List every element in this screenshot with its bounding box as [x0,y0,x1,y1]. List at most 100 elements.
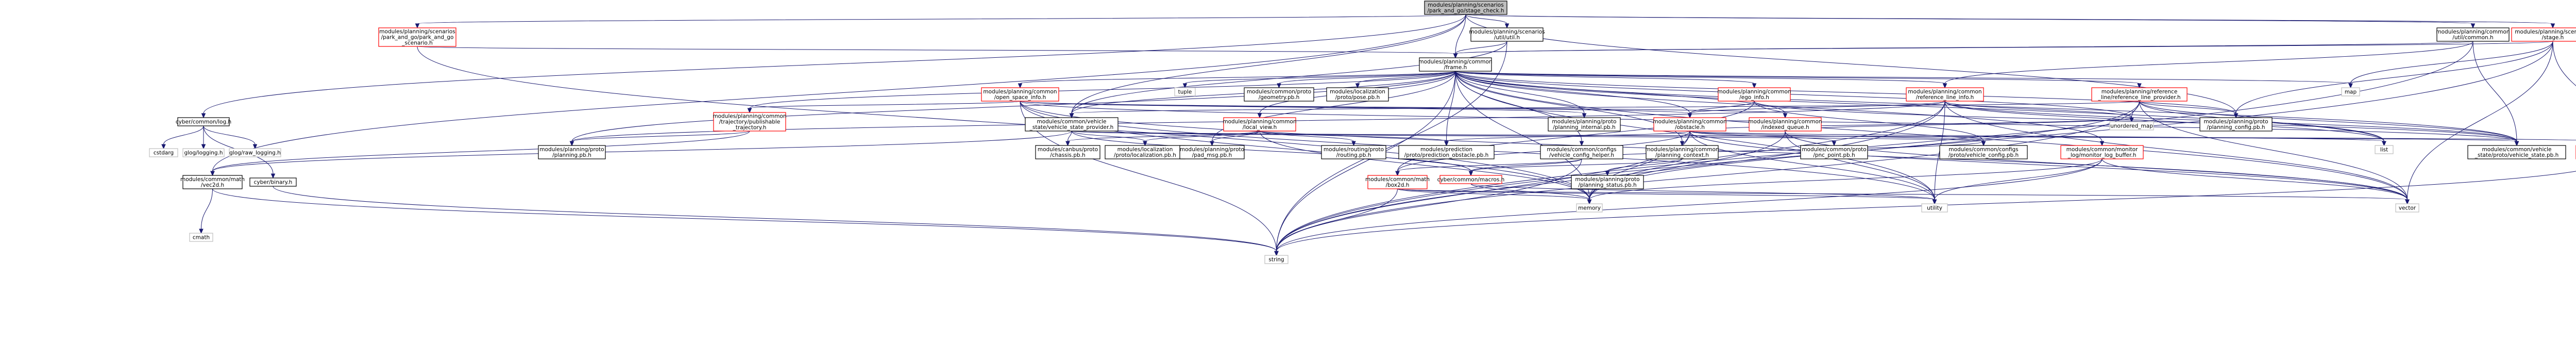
node-cstdarg: cstdarg [149,148,178,157]
node-common-util[interactable]: modules/planning/common/util/common.h [2436,27,2510,42]
node-tuple: tuple [1174,87,1196,96]
node-label: /vec2d.h [201,182,224,188]
node-vehicle-config-pb[interactable]: modules/common/configs/proto/vehicle_con… [1939,145,2028,159]
node-label: /obstacle.h [1675,124,1705,131]
node-planning-internal-pb[interactable]: modules/planning/proto/planning_internal… [1548,117,1621,132]
node-local-view[interactable]: modules/planning/common/local_view.h [1223,117,1297,132]
node-segment-log-buffer[interactable]: modules/common/monitor_log/monitor_log_b… [2060,145,2144,159]
node-label: modules/common/vehicle [1037,119,1106,125]
edge-obstacle-to-prediction_obstacle_pb [1444,131,1690,147]
node-indexed-queue[interactable]: modules/planning/common/indexed_queue.h [1748,117,1822,132]
node-label: list [2380,147,2388,153]
edge-local_view-to-routing_pb [1259,131,1356,147]
node-label: /vehicle_config_helper.h [1549,152,1614,158]
node-label: modules/common/proto [1802,147,1866,153]
node-ego-info[interactable]: modules/planning/common/ego_info.h [1717,87,1791,102]
edge-reference_line_provider-to-vehicle_state_provider [1069,101,2140,119]
node-pose-pb[interactable]: modules/localization/proto/pose.pb.h [1326,87,1389,102]
edge-common_util-to-vehicle_state_pb [2472,41,2519,147]
node-planning-status-pb[interactable]: modules/planning/proto/planning_status.p… [1571,175,1644,189]
node-label: modules/common/configs [1547,147,1616,153]
node-planning-config-pb[interactable]: modules/planning/proto/planning_config.p… [2199,117,2273,132]
node-label: modules/canbus/proto [1038,147,1098,153]
node-list: list [2375,145,2394,154]
node-glog-logging: glog/logging.h [182,148,225,157]
node-vehicle-state-provider[interactable]: modules/common/vehicle_state/vehicle_sta… [1025,117,1118,132]
node-label: modules/planning/common [713,113,786,120]
node-label: modules/planning/common [983,89,1057,95]
node-label: /proto/vehicle_config.pb.h [1948,152,2019,158]
node-label: _state/proto/vehicle_state.pb.h [2475,152,2559,158]
node-label: map [2345,89,2357,95]
node-open-space-info[interactable]: modules/planning/common/open_space_info.… [981,87,1059,102]
node-vehicle-state-pb[interactable]: modules/common/vehicle_state/proto/vehic… [2467,145,2566,159]
edge-vehicle_state_provider-to-vec2d [210,131,1072,176]
node-localization-pb[interactable]: modules/localization/proto/localization.… [1105,145,1185,159]
edge-stage-to-frame [1453,41,2553,59]
node-prediction-obstacle-pb[interactable]: modules/prediction/proto/prediction_obst… [1398,145,1495,159]
node-label: modules/common/configs [1948,147,2018,153]
edge-vehicle_state_provider-to-status [1071,131,2576,141]
node-label: modules/common/math [1365,176,1430,183]
node-cmath: cmath [189,233,213,242]
edge-root-to-util_h [1465,14,1510,29]
edge-box2d-to-string [1274,188,1398,256]
node-cyber-binary[interactable]: cyber/binary.h [249,177,297,187]
node-root[interactable]: modules/planning/scenarios/park_and_go/s… [1424,1,1507,15]
edge-open_space_info-to-indexed_queue [1020,101,1788,119]
node-cyber-log[interactable]: cyber/common/log.h [176,117,231,126]
node-reference-line-provider[interactable]: modules/planning/reference_line/referenc… [2091,87,2188,102]
node-label: vector [2399,205,2416,212]
node-label: modules/planning/reference [2102,89,2178,95]
edge-root-to-vehicle_state_provider [1069,14,1466,119]
node-vector: vector [2395,203,2419,213]
node-obstacle[interactable]: modules/planning/common/obstacle.h [1653,117,1727,132]
node-label: _line/reference_line_provider.h [2097,94,2180,101]
node-geometry-pb[interactable]: modules/common/proto/geometry.pb.h [1244,87,1314,102]
node-label: glog/raw_logging.h [229,150,281,156]
node-planning-pb[interactable]: modules/planning/proto/planning.pb.h [538,145,606,159]
node-label: modules/planning/common [1908,89,1981,95]
node-pnc-point-pb[interactable]: modules/common/proto/pnc_point.pb.h [1800,145,1868,159]
node-planning-context[interactable]: modules/planning/common/planning_context… [1645,145,1719,159]
node-label: modules/common/math [180,176,245,183]
edge-frame-to-map [1455,71,2353,89]
node-vec2d[interactable]: modules/common/math/vec2d.h [180,175,245,189]
node-label: modules/common/proto [1247,89,1311,95]
node-cyber-macros[interactable]: cyber/common/macros.h [1437,175,1505,184]
node-vehicle-config-helper[interactable]: modules/common/configs/vehicle_config_he… [1540,145,1623,159]
edge-scenario-to-frame [417,46,1458,59]
node-label: modules/planning/proto [1552,119,1616,125]
edge-local_view-to-localization_pb [1143,131,1260,147]
node-chassis-pb[interactable]: modules/canbus/proto/chassis.pb.h [1035,145,1100,159]
node-label: /park_and_go/park_and_go [381,35,454,41]
node-label: modules/routing/proto [1324,147,1384,153]
node-label: modules/planning/common [1418,59,1492,65]
node-label: _log/monitor_log_buffer.h [2067,152,2137,158]
node-frame[interactable]: modules/planning/common/frame.h [1418,57,1493,72]
node-label: modules/planning/scenarios [1469,29,1545,35]
edge-root-to-stage [1465,14,2555,29]
node-pad-msg-pb[interactable]: modules/planning/proto/pad_msg.pb.h [1179,145,1245,159]
dependency-edges [161,14,2576,256]
node-routing-pb[interactable]: modules/routing/proto/routing.pb.h [1321,145,1386,159]
node-scenario[interactable]: modules/planning/scenarios/park_and_go/p… [378,27,456,47]
edge-cyber_macros-to-utility [1470,183,1937,205]
node-glog-raw-logging: glog/raw_logging.h [229,148,281,157]
node-label: /open_space_info.h [994,94,1046,101]
node-stage[interactable]: modules/planning/scenarios/stage.h [2511,27,2576,42]
node-reference-line-info[interactable]: modules/planning/common/reference_line_i… [1906,87,1984,102]
node-box2d[interactable]: modules/common/math/box2d.h [1365,175,1430,189]
node-label: /box2d.h [1386,182,1410,188]
edge-vec2d-to-string [212,188,1279,256]
edge-frame-to-reference_line_info [1455,71,1947,89]
node-label: memory [1578,205,1601,212]
node-label: /chassis.pb.h [1050,152,1085,158]
node-label: tuple [1178,89,1192,95]
node-label: /reference_line_info.h [1916,94,1974,101]
node-publishable-traj[interactable]: modules/planning/common/trajectory/publi… [713,112,787,132]
edge-frame-to-reference_line_provider [1455,71,2142,89]
edge-stage-to-status [2552,41,2576,86]
node-util-h[interactable]: modules/planning/scenarios/util/util.h [1469,27,1545,42]
